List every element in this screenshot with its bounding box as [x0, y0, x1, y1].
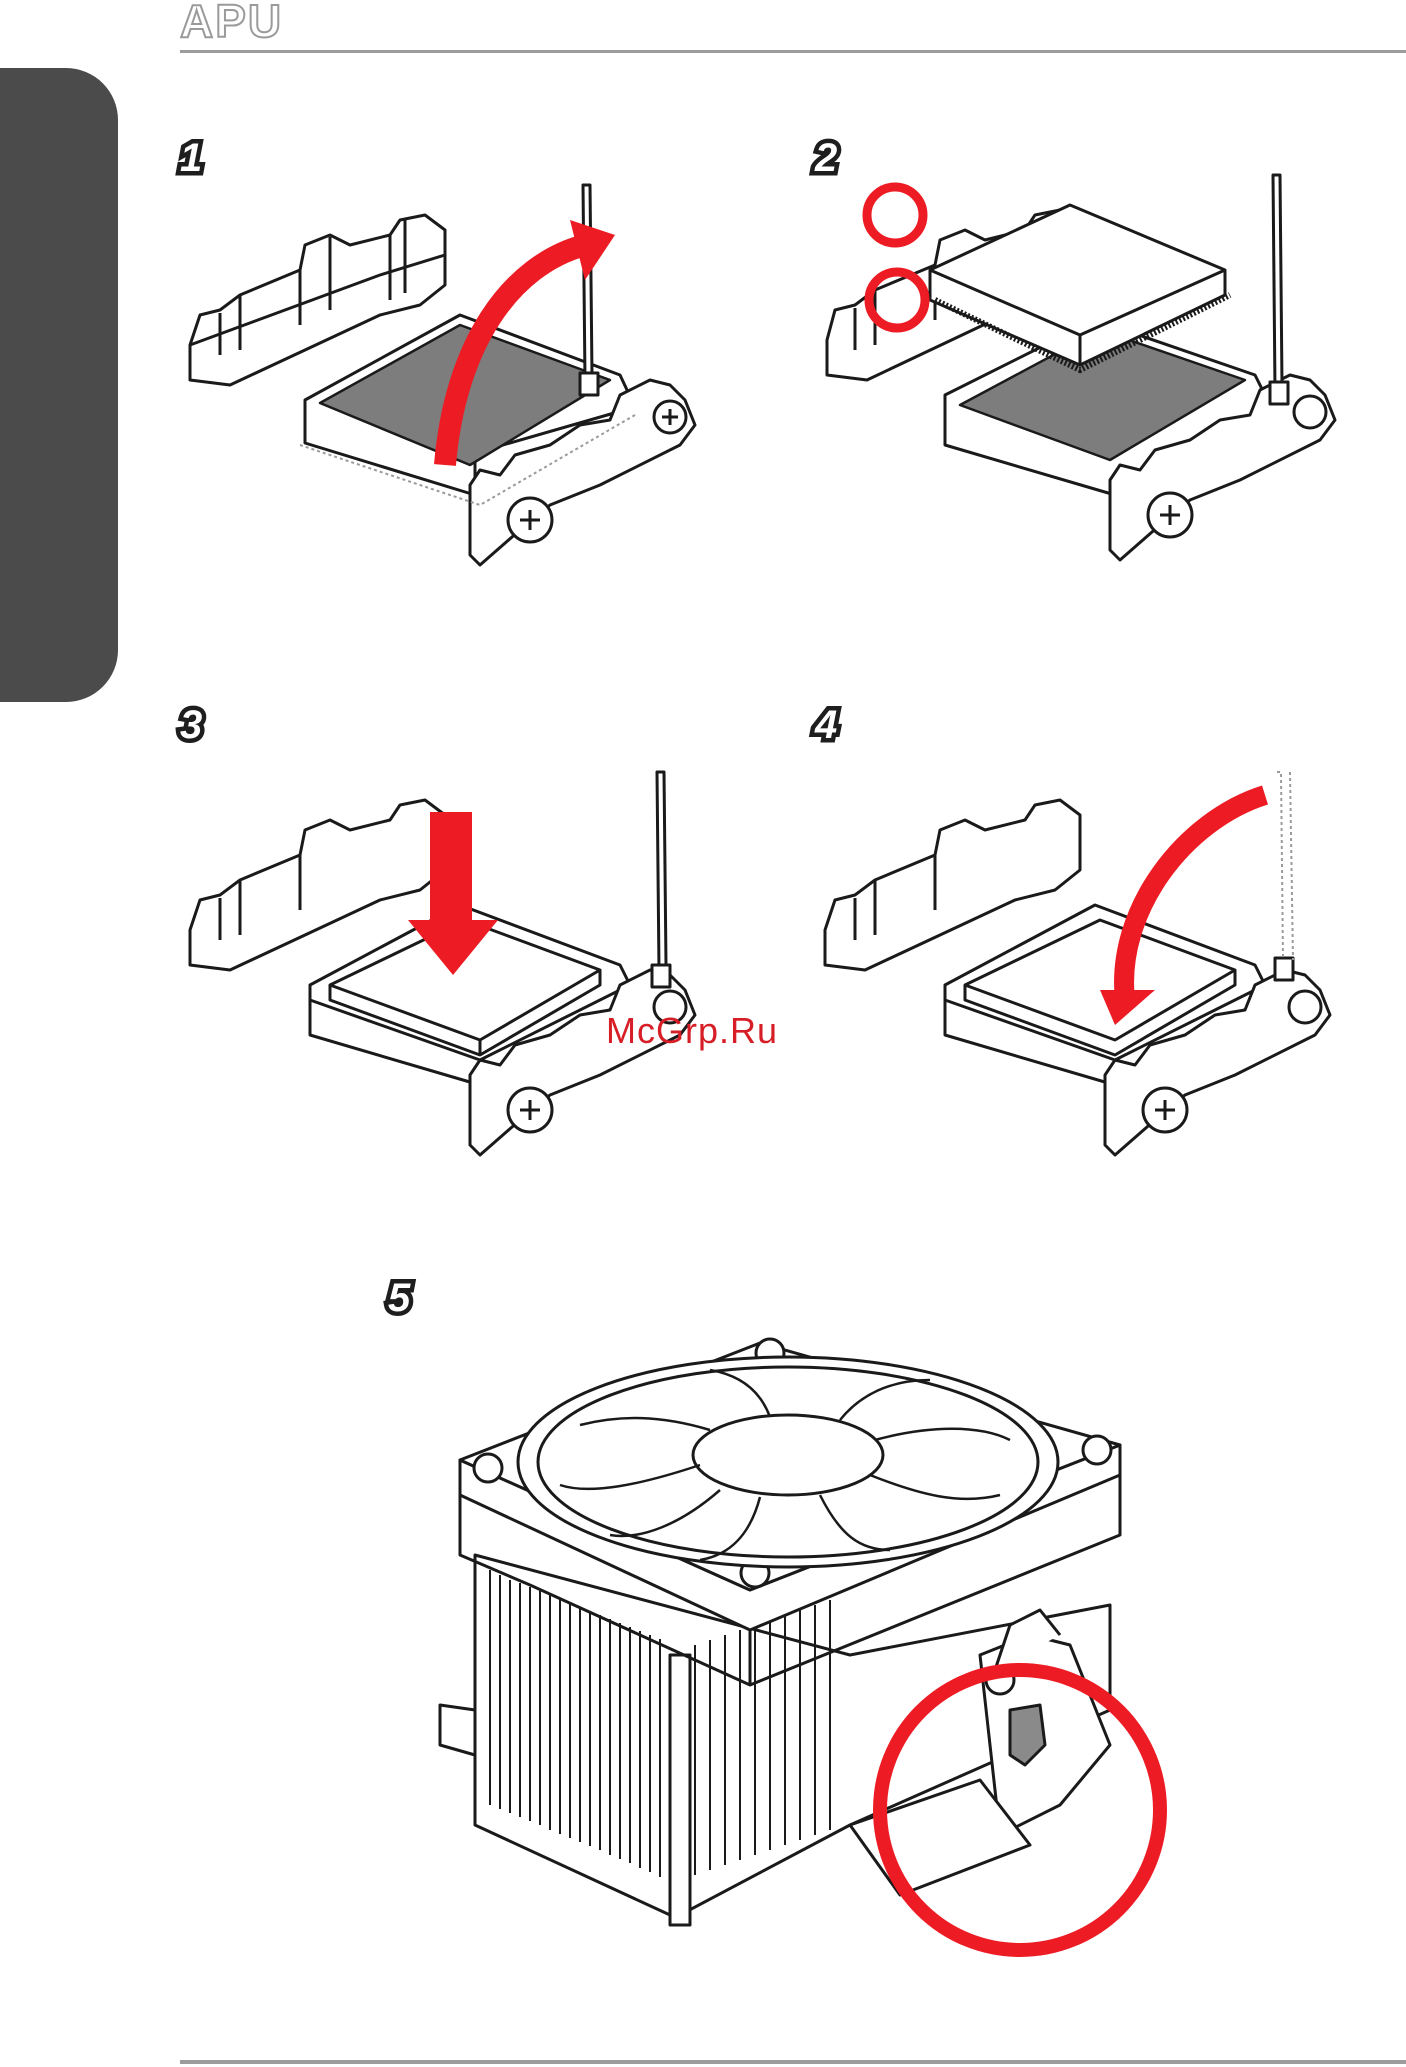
socket-lever — [583, 185, 592, 380]
step-1-illustration — [180, 175, 770, 585]
cpu-chip — [930, 205, 1225, 365]
step-number-4: 4 — [815, 703, 837, 748]
footer-rule — [180, 2060, 1406, 2064]
step-number-5: 5 — [388, 1276, 410, 1321]
step-4-illustration — [815, 760, 1405, 1170]
header-rule — [180, 50, 1406, 53]
page-title: APU — [180, 0, 283, 48]
alignment-circle-top — [867, 187, 923, 243]
red-arrow — [430, 812, 472, 922]
step-5-illustration — [420, 1325, 1180, 2015]
step-number-3: 3 — [180, 703, 202, 748]
watermark: McGrp.Ru — [606, 1010, 778, 1052]
step-3-illustration — [180, 760, 770, 1170]
step-2-illustration — [815, 170, 1405, 590]
side-tab — [0, 68, 118, 702]
